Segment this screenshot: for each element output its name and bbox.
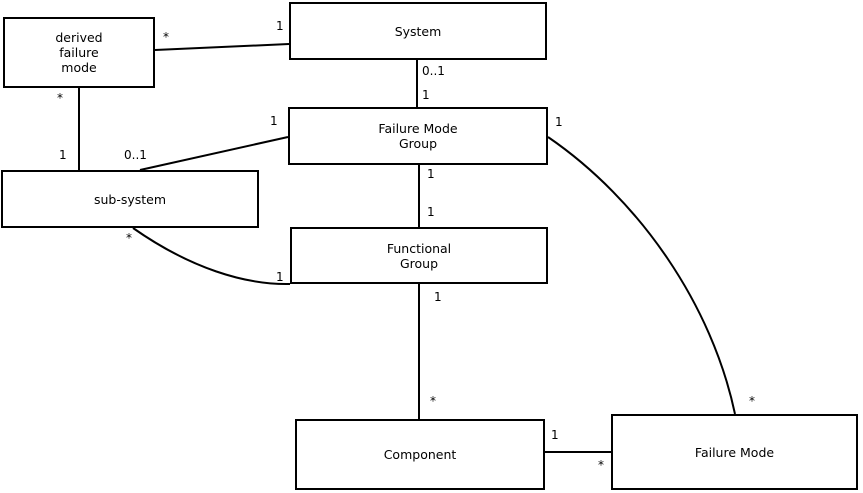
multiplicity-m-subsystem-zero1: 0..1 — [124, 148, 147, 162]
multiplicity-m-system-zeroone: 0..1 — [422, 64, 445, 78]
multiplicity-m-fg-one-bottom: 1 — [434, 290, 442, 304]
class-box-system[interactable]: System — [289, 2, 547, 60]
class-name-system: System — [394, 23, 442, 39]
association-subsystem-fg — [132, 227, 291, 286]
class-box-component[interactable]: Component — [295, 419, 545, 490]
multiplicity-m-dfm-star: * — [163, 30, 169, 44]
class-name-component: Component — [383, 447, 457, 462]
class-box-derived-failure-mode[interactable]: derived failure mode — [3, 17, 155, 88]
class-box-failure-mode-group[interactable]: Failure Mode Group — [288, 107, 548, 165]
class-name-failure-mode: Failure Mode — [694, 444, 775, 460]
class-name-failure-mode-group: Failure Mode Group — [378, 121, 458, 151]
multiplicity-m-subsystem-star: * — [126, 231, 132, 245]
class-box-failure-mode[interactable]: Failure Mode — [611, 414, 858, 490]
multiplicity-m-fm-star-left: * — [598, 458, 604, 472]
multiplicity-m-fmg-one-left: 1 — [270, 114, 278, 128]
class-name-derived-failure-mode: derived failure mode — [55, 30, 103, 75]
multiplicity-m-component-star: * — [430, 394, 436, 408]
multiplicity-m-fg-one-left: 1 — [276, 270, 284, 284]
multiplicity-m-subsystem-one: 1 — [59, 148, 67, 162]
multiplicity-m-fmg-one-right: 1 — [555, 115, 563, 129]
class-name-functional-group: Functional Group — [386, 240, 452, 271]
multiplicity-m-fmg-one-top: 1 — [422, 88, 430, 102]
multiplicity-m-fg-one-top: 1 — [427, 205, 435, 219]
multiplicity-m-dfm-star-down: * — [57, 91, 63, 105]
multiplicity-m-system-one: 1 — [276, 19, 284, 33]
class-box-sub-system[interactable]: sub-system — [1, 170, 259, 228]
association-fmg-fm — [547, 136, 736, 415]
class-box-functional-group[interactable]: Functional Group — [290, 227, 548, 284]
association-dfm-system — [154, 43, 290, 51]
association-subsystem-fmg — [139, 136, 289, 171]
class-name-sub-system: sub-system — [93, 191, 167, 207]
multiplicity-m-fm-star-top: * — [749, 394, 755, 408]
multiplicity-m-component-one: 1 — [551, 428, 559, 442]
multiplicity-m-fmg-one-bottom: 1 — [427, 167, 435, 181]
